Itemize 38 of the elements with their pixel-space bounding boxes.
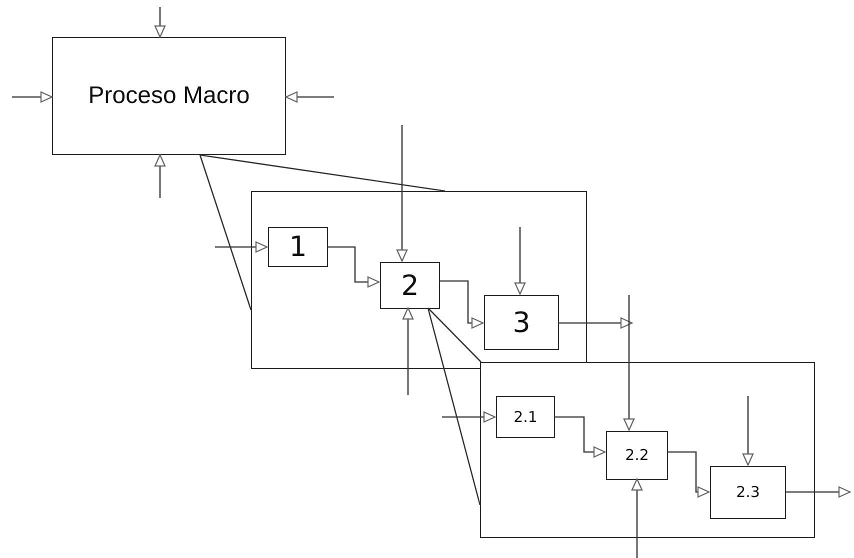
zoom-line (428, 308, 482, 362)
box-label: 3 (512, 308, 530, 336)
process-box (496, 396, 555, 438)
process-box (606, 431, 668, 480)
arrow (554, 416, 606, 458)
arrow (631, 478, 643, 558)
box-label: Proceso Macro (88, 84, 250, 108)
arrow (514, 227, 526, 295)
arrow (558, 317, 633, 329)
box-label: 2.2 (625, 448, 649, 463)
process-box (380, 262, 440, 309)
arrow (12, 91, 53, 103)
arrow (396, 125, 408, 262)
process-box (268, 227, 328, 267)
zoom-line (199, 154, 252, 310)
arrow (667, 451, 710, 498)
frame-box (251, 191, 587, 369)
arrow (623, 295, 635, 431)
arrow (442, 411, 496, 423)
box-label: 1 (289, 233, 307, 261)
zoom-line (200, 154, 446, 192)
arrow (154, 154, 166, 198)
frame-box (480, 362, 815, 538)
zoom-line (427, 308, 481, 506)
arrow (402, 307, 414, 395)
box-label: 2.3 (736, 485, 760, 500)
arrow (785, 486, 851, 498)
process-box (484, 295, 559, 350)
box-label: 2.1 (514, 410, 538, 424)
arrow (215, 241, 268, 253)
process-box (710, 466, 786, 519)
arrow (327, 246, 380, 288)
arrow (285, 91, 334, 103)
box-label: 2 (401, 272, 419, 300)
process-box (52, 37, 286, 155)
arrow (742, 396, 754, 466)
arrow (439, 280, 484, 329)
arrow (154, 7, 166, 38)
